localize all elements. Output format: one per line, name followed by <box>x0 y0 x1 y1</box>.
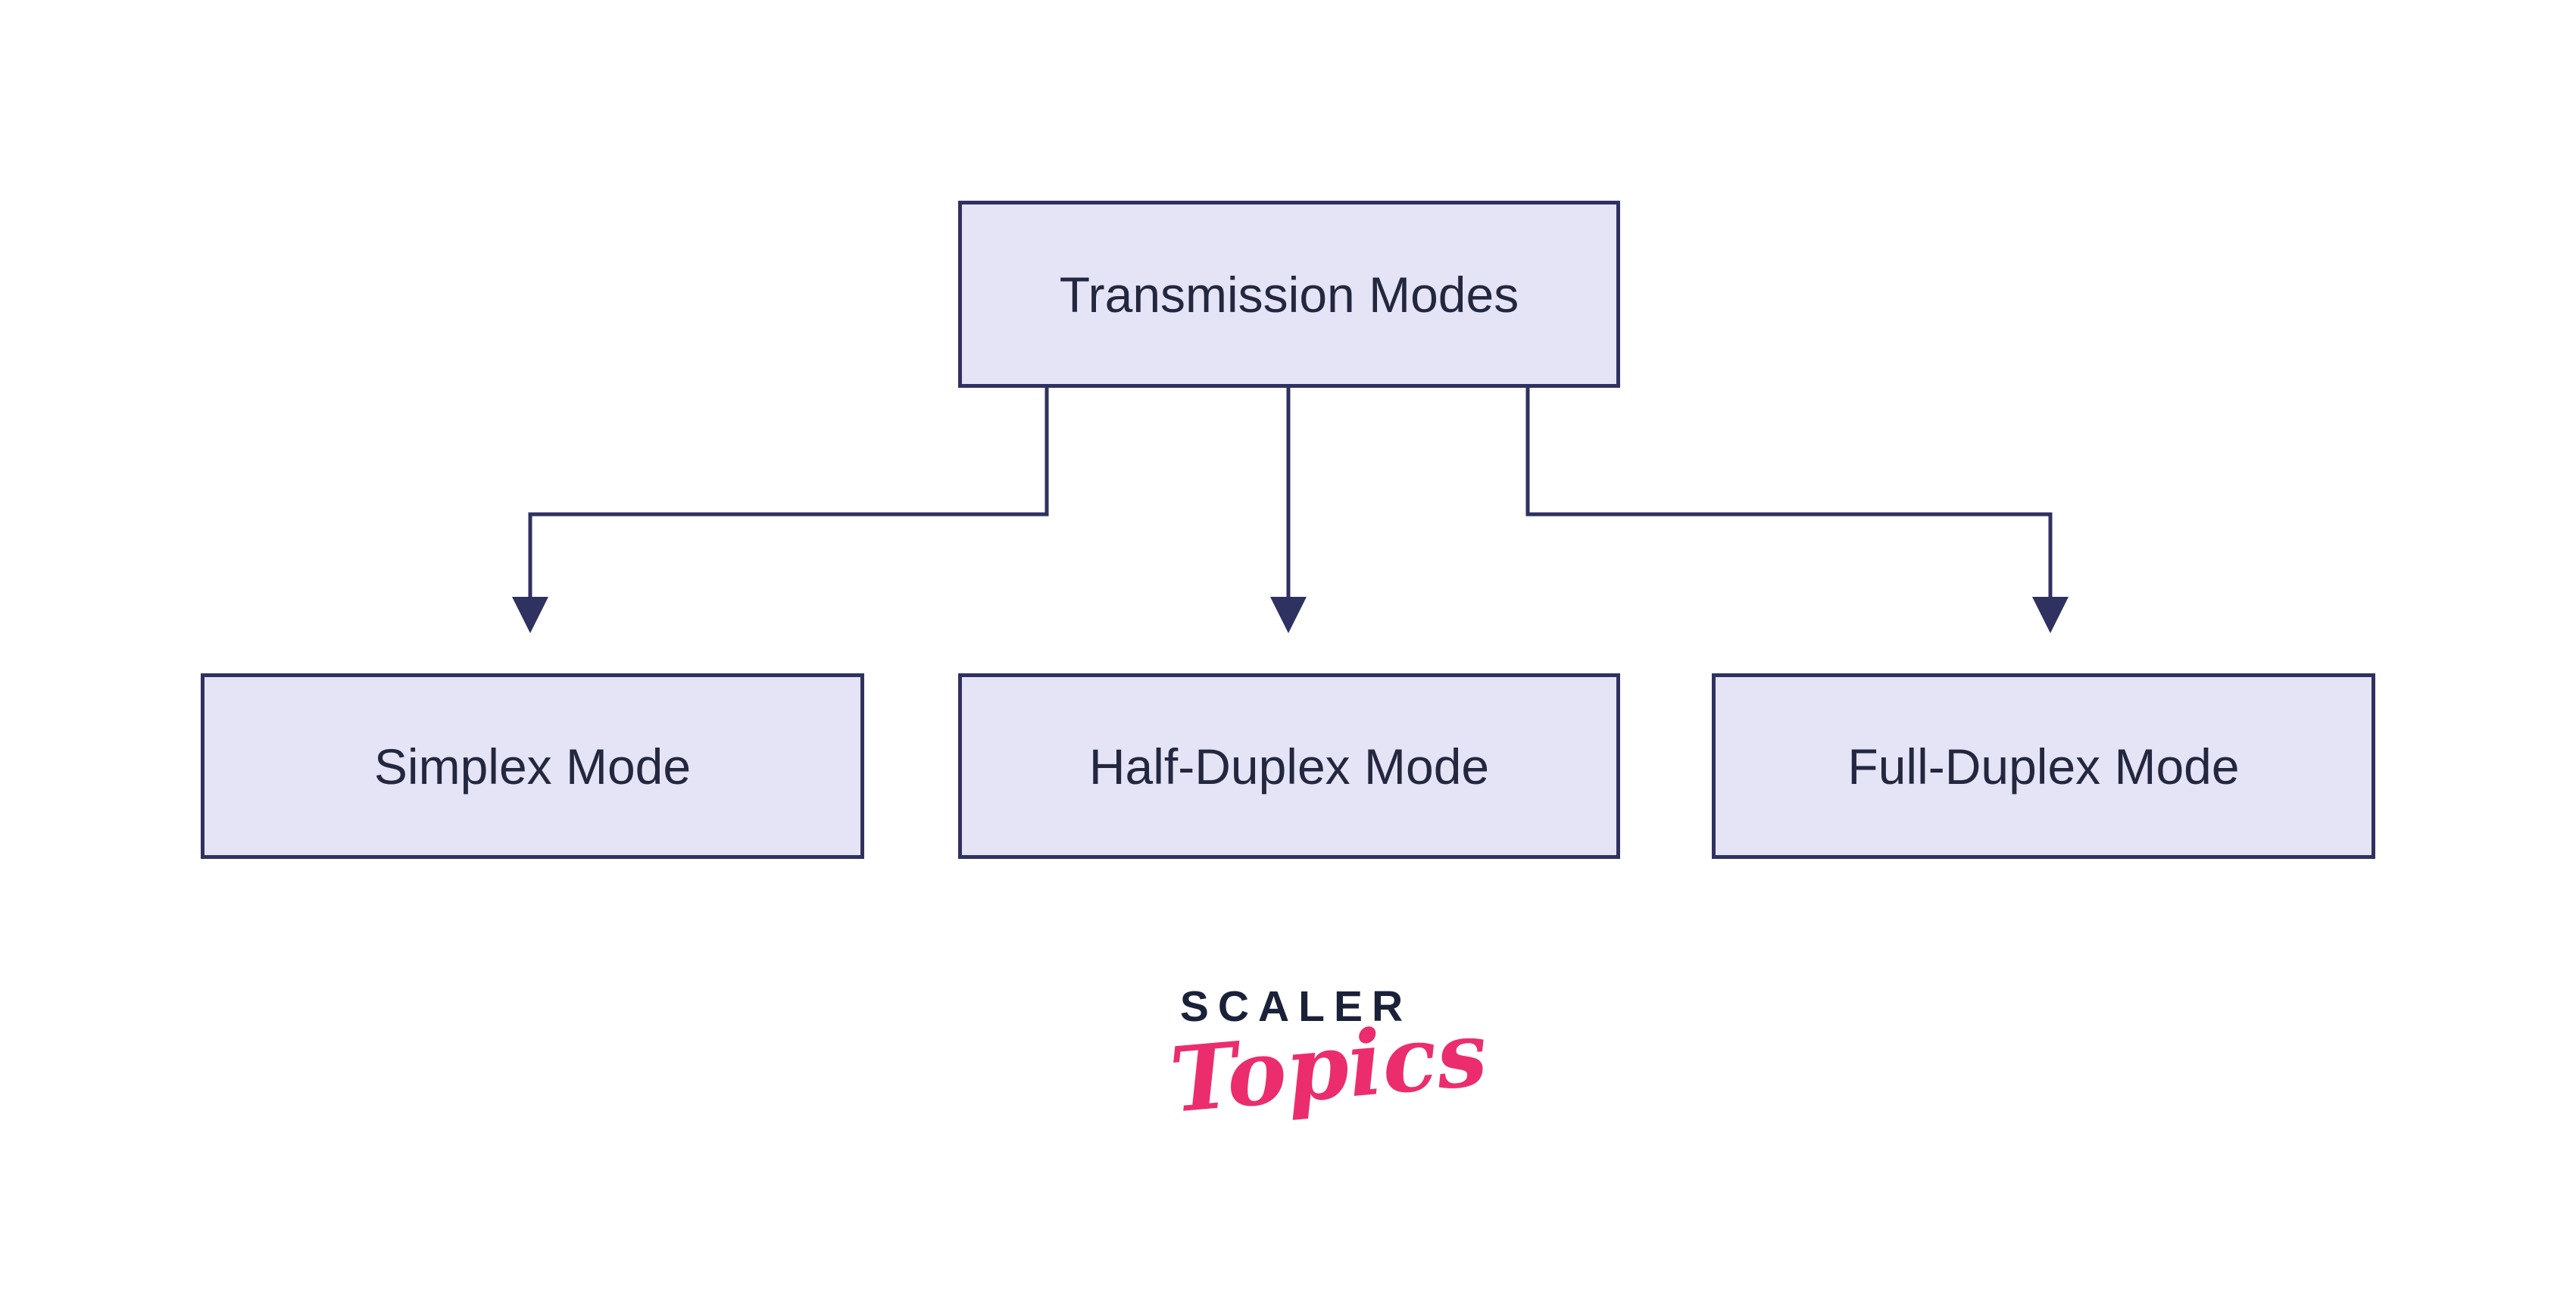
arrow-down-icon <box>1270 597 1307 633</box>
connector-root-to-simplex <box>512 388 1049 633</box>
node-label: Simplex Mode <box>373 738 692 795</box>
node-label: Half-Duplex Mode <box>1088 738 1490 795</box>
scaler-topics-logo: SCALER Topics <box>1166 982 1491 1133</box>
arrow-down-icon <box>2032 597 2069 633</box>
node-label: Full-Duplex Mode <box>1847 738 2240 795</box>
node-full-duplex-mode: Full-Duplex Mode <box>1712 673 2375 859</box>
connector-root-to-full-duplex <box>1525 388 2069 633</box>
node-label: Transmission Modes <box>1059 266 1519 323</box>
connector-root-to-half-duplex <box>1270 388 1307 633</box>
node-simplex-mode: Simplex Mode <box>201 673 864 859</box>
logo-wordmark-topics: Topics <box>1166 1000 1491 1133</box>
node-half-duplex-mode: Half-Duplex Mode <box>958 673 1620 859</box>
node-transmission-modes: Transmission Modes <box>958 201 1620 388</box>
logo-wordmark-scaler: SCALER <box>1179 982 1413 1031</box>
arrow-down-icon <box>512 597 548 633</box>
